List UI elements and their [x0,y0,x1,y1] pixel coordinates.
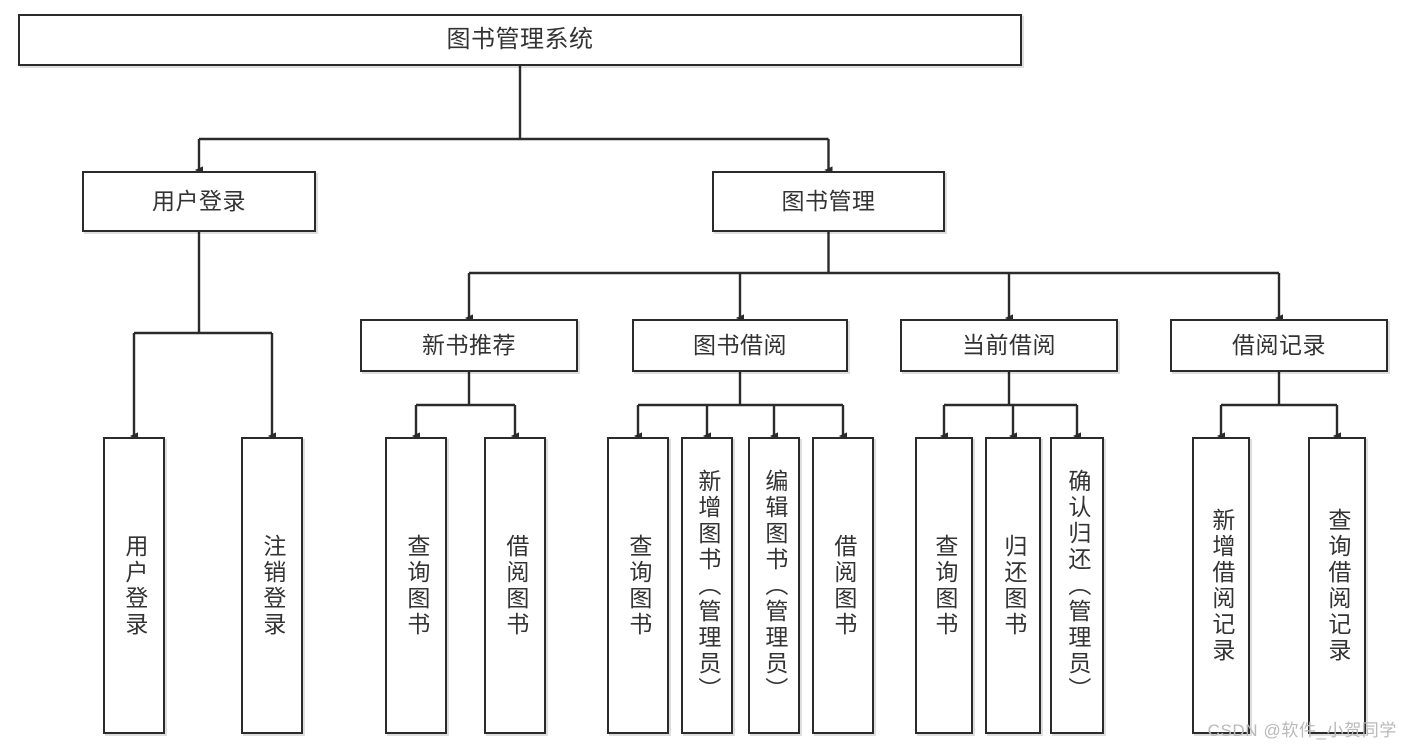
node-leaf-query-record[interactable]: 查询借阅记录 [1308,437,1366,734]
node-leaf-query-book-2[interactable]: 查询图书 [607,437,669,734]
node-leaf-borrow-book-2[interactable]: 借阅图书 [812,437,874,734]
node-leaf-add-book[interactable]: 新增图书（管理员） [681,437,733,734]
node-label-leaf-borrow-book-1: 借阅图书 [502,533,529,638]
node-book-manage[interactable]: 图书管理 [712,171,945,232]
watermark-label: CSDN @软件_小贺同学 [1207,721,1397,740]
node-label-user-login: 用户登录 [152,187,246,214]
node-label-leaf-add-book: 新增图书（管理员） [694,468,721,703]
node-label-leaf-add-record: 新增借阅记录 [1208,507,1235,664]
node-label-leaf-logout: 注销登录 [259,533,286,638]
node-leaf-confirm-return[interactable]: 确认归还（管理员） [1050,437,1104,734]
node-label-leaf-query-book-1: 查询图书 [403,533,430,638]
node-label-borrow-record: 借阅记录 [1232,331,1326,358]
node-label-new-book-recommend: 新书推荐 [422,331,516,358]
node-user-login[interactable]: 用户登录 [82,171,316,232]
tree-connectors [129,66,1342,440]
node-leaf-logout[interactable]: 注销登录 [241,437,303,734]
node-new-book-recommend[interactable]: 新书推荐 [360,319,578,372]
node-leaf-return-book[interactable]: 归还图书 [985,437,1041,734]
node-current-borrow[interactable]: 当前借阅 [900,319,1118,372]
node-leaf-add-record[interactable]: 新增借阅记录 [1192,437,1250,734]
node-label-leaf-borrow-book-2: 借阅图书 [830,533,857,638]
node-leaf-user-login[interactable]: 用户登录 [103,437,165,734]
node-leaf-query-book-1[interactable]: 查询图书 [385,437,447,734]
node-leaf-borrow-book-1[interactable]: 借阅图书 [484,437,546,734]
node-label-leaf-user-login: 用户登录 [121,533,148,638]
node-label-leaf-edit-book: 编辑图书（管理员） [761,468,788,703]
node-label-current-borrow: 当前借阅 [962,331,1056,358]
node-label-leaf-confirm-return: 确认归还（管理员） [1064,468,1091,703]
node-borrow-record[interactable]: 借阅记录 [1170,319,1388,372]
node-label-leaf-query-record: 查询借阅记录 [1324,507,1351,664]
node-label-leaf-return-book: 归还图书 [1000,533,1027,638]
node-label-root: 图书管理系统 [446,25,594,53]
node-book-borrow[interactable]: 图书借阅 [632,319,848,372]
node-leaf-edit-book[interactable]: 编辑图书（管理员） [748,437,800,734]
node-label-book-borrow: 图书借阅 [693,331,787,358]
node-label-book-manage: 图书管理 [781,187,876,214]
node-label-leaf-query-book-3: 查询图书 [931,533,958,638]
node-leaf-query-book-3[interactable]: 查询图书 [915,437,973,734]
node-label-leaf-query-book-2: 查询图书 [625,533,652,638]
node-root[interactable]: 图书管理系统 [18,14,1022,66]
